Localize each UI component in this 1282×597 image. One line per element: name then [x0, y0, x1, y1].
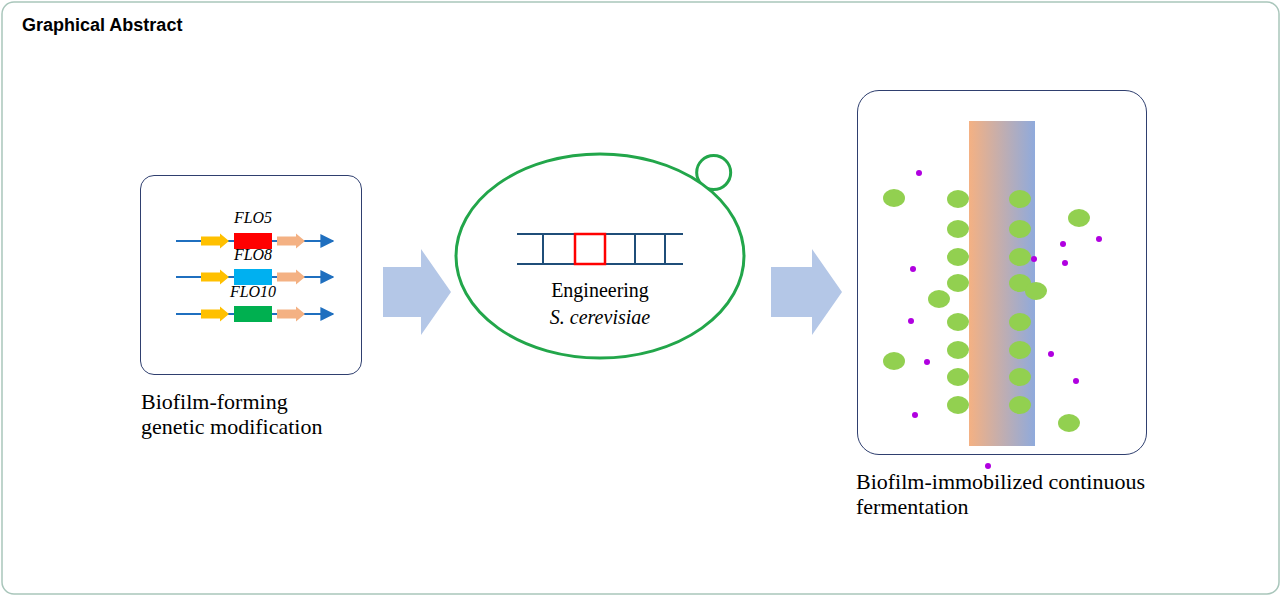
cell-label: Engineering [455, 279, 745, 302]
product-dot [924, 359, 930, 365]
yeast-cell-dot [1009, 190, 1031, 208]
gene-block [234, 306, 272, 322]
node-illustration [141, 176, 363, 376]
product-dot [908, 318, 914, 324]
yeast-cell-dot [883, 189, 905, 207]
cell-outline [456, 154, 744, 358]
terminator [277, 270, 305, 285]
flow-arrow [383, 249, 451, 335]
gene-label: FLO10 [213, 283, 293, 301]
yeast-cell-dot [1025, 282, 1047, 300]
product-dot [1062, 260, 1068, 266]
promoter [201, 270, 229, 285]
fermentation-box: Biofilm-immobilized continuous fermentat… [857, 90, 1147, 455]
gene-block [234, 269, 272, 285]
yeast-cell-dot [947, 313, 969, 331]
yeast-cell-dot [947, 341, 969, 359]
terminator [277, 307, 305, 322]
product-dot [1048, 351, 1054, 357]
product-dot [1060, 241, 1066, 247]
promoter [201, 307, 229, 322]
product-dot [910, 266, 916, 272]
yeast-cell-dot [947, 190, 969, 208]
yeast-cell-dot [928, 290, 950, 308]
step-caption: Biofilm-immobilized continuous fermentat… [856, 469, 1156, 520]
title: Graphical Abstract [22, 15, 182, 36]
terminator [277, 234, 305, 249]
yeast-cell-dot [1009, 341, 1031, 359]
dna-rung [664, 234, 666, 264]
yeast-cell-dot [1068, 209, 1090, 227]
dna-rung [634, 234, 636, 264]
edited-site [575, 234, 605, 264]
product-dot [912, 412, 918, 418]
yeast-cell-dot [947, 220, 969, 238]
gene-construct-box: FLO5FLO8FLO10Biofilm-forming genetic mod… [140, 175, 362, 375]
yeast-cell-dot [1009, 396, 1031, 414]
gene-label: FLO5 [213, 209, 293, 227]
yeast-cell-dot [1009, 248, 1031, 266]
step-caption: Biofilm-forming genetic modification [141, 389, 356, 440]
node-illustration [858, 91, 1148, 456]
promoter [201, 234, 229, 249]
product-dot [1096, 236, 1102, 242]
yeast-cell-dot [947, 368, 969, 386]
flow-arrow [771, 249, 842, 335]
yeast-cell-dot [1009, 368, 1031, 386]
product-dot [985, 463, 991, 469]
yeast-cell-dot [947, 396, 969, 414]
species-label: S. cerevisiae [455, 306, 745, 329]
yeast-cell-dot [1009, 313, 1031, 331]
yeast-cell-dot [947, 274, 969, 292]
product-dot [916, 170, 922, 176]
yeast-cell-dot [947, 248, 969, 266]
yeast-cell-dot [1009, 220, 1031, 238]
carrier-membrane [969, 121, 1035, 446]
product-dot [1031, 256, 1037, 262]
gene-label: FLO8 [213, 246, 293, 264]
dna-rung [542, 234, 544, 264]
product-dot [1073, 378, 1079, 384]
yeast-cell-dot [1058, 414, 1080, 432]
yeast-cell-dot [883, 352, 905, 370]
yeast-cell: Engineering S. cerevisiae [455, 152, 745, 360]
node-illustration [455, 152, 745, 360]
